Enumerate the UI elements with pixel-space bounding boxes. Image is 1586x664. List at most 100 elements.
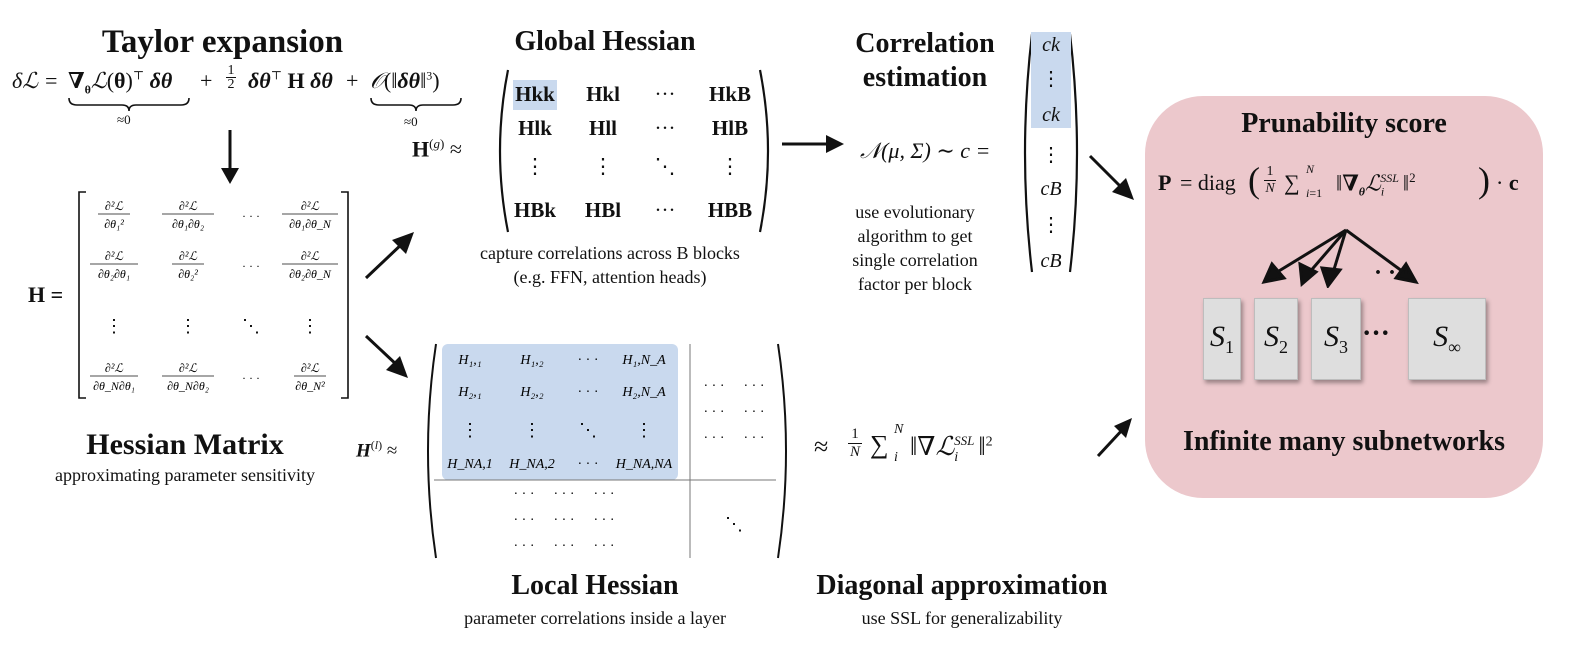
- svg-text:⋮: ⋮: [635, 420, 653, 440]
- svg-text:∂θ₂²: ∂θ₂²: [178, 267, 198, 281]
- prunability-panel: [1145, 96, 1543, 498]
- svg-text:· · ·: · · ·: [704, 431, 725, 446]
- svg-text:· · ·: · · ·: [578, 353, 599, 368]
- svg-text:· · ·: · · ·: [744, 431, 765, 446]
- svg-text:· · ·: · · ·: [242, 209, 260, 223]
- global-hessian-cell: HkB: [708, 82, 752, 106]
- svg-text:⋮: ⋮: [105, 316, 123, 336]
- arrow-right-icon: [782, 135, 844, 153]
- vector-entry: ⋮: [1041, 68, 1061, 90]
- vector-entry: ck: [1042, 34, 1060, 56]
- svg-text:· · ·: · · ·: [554, 487, 575, 502]
- subnetwork-box: S∞: [1408, 298, 1486, 380]
- correlation-desc-4: factor per block: [858, 274, 972, 294]
- svg-text:∂²ℒ: ∂²ℒ: [179, 361, 198, 375]
- svg-text:· · ·: · · ·: [578, 457, 599, 472]
- global-hessian-cell: Hll: [588, 116, 617, 140]
- svg-text:· · ·: · · ·: [514, 539, 535, 554]
- svg-text:H₂,N_A: H₂,N_A: [621, 385, 666, 400]
- global-hessian-cell: ⋮: [592, 154, 614, 178]
- global-hessian-cell: ···: [654, 82, 676, 106]
- svg-text:H₁,₂: H₁,₂: [519, 353, 543, 368]
- svg-text:H₂,₁: H₂,₁: [457, 385, 481, 400]
- svg-text:· · ·: · · ·: [242, 371, 260, 385]
- svg-text:· · ·: · · ·: [554, 539, 575, 554]
- svg-text:· · ·: · · ·: [704, 379, 725, 394]
- local-hessian-title: Local Hessian: [511, 570, 679, 601]
- svg-text:∂θ₁²: ∂θ₁²: [104, 217, 124, 231]
- global-hessian-cell: ⋱: [654, 154, 676, 178]
- global-hessian-cell: ⋮: [524, 154, 546, 178]
- global-hessian-cell: ⋮: [719, 154, 741, 178]
- svg-text:· · ·: · · ·: [514, 487, 535, 502]
- correlation-desc-1: use evolutionary: [855, 202, 975, 222]
- svg-text:∂²ℒ: ∂²ℒ: [301, 361, 320, 375]
- svg-text:∂θ_N∂θ₂: ∂θ_N∂θ₂: [167, 379, 209, 393]
- down-arrow-icon: [221, 130, 239, 184]
- global-hessian-cell: Hlk: [518, 116, 552, 140]
- svg-text:⋮: ⋮: [461, 420, 479, 440]
- svg-text:∂²ℒ: ∂²ℒ: [179, 249, 198, 263]
- hessian-matrix-title: Hessian Matrix: [86, 428, 284, 461]
- svg-text:∂θ₁∂θ₂: ∂θ₁∂θ₂: [172, 217, 204, 231]
- svg-text:· · ·: · · ·: [704, 405, 725, 420]
- global-hessian-cell: HlB: [711, 116, 749, 140]
- diagonal-subtitle: use SSL for generalizability: [861, 608, 1063, 628]
- svg-text:⋱: ⋱: [579, 420, 597, 440]
- correlation-title-1: Correlation: [855, 28, 995, 59]
- correlation-title-2: estimation: [862, 62, 988, 93]
- svg-text:· · ·: · · ·: [744, 379, 765, 394]
- correlation-vector-brackets: [1023, 33, 1079, 273]
- local-hessian-lhs: H(l) ≈: [356, 438, 398, 462]
- svg-text:H_NA,NA: H_NA,NA: [615, 457, 673, 472]
- taylor-title: Taylor expansion: [101, 24, 344, 60]
- svg-text:· · ·: · · ·: [594, 513, 615, 528]
- svg-text:∂²ℒ: ∂²ℒ: [301, 199, 320, 213]
- svg-text:∂θ₂∂θ₁: ∂θ₂∂θ₁: [98, 267, 130, 281]
- subnetwork-box: S3: [1311, 298, 1361, 380]
- global-hessian-cell: Hkk: [515, 82, 555, 106]
- svg-text:∂²ℒ: ∂²ℒ: [179, 199, 198, 213]
- global-hessian-lhs: H(g) ≈: [412, 136, 462, 162]
- svg-text:· · ·: · · ·: [1374, 260, 1410, 286]
- vector-entry: cB: [1040, 178, 1062, 200]
- svg-text:∂θ_N∂θ₁: ∂θ_N∂θ₁: [93, 379, 135, 393]
- svg-text:⋮: ⋮: [523, 420, 541, 440]
- arrow-down-right-icon: [1088, 154, 1134, 200]
- hessian-matrix: ∂²ℒ ∂θ₁² ∂²ℒ ∂θ₁∂θ₂ · · · ∂²ℒ ∂θ₁∂θ_N ∂²ℒ ∂θ…: [78, 191, 349, 399]
- diagonal-title: Diagonal approximation: [816, 570, 1108, 601]
- vector-entry: ⋮: [1041, 214, 1061, 236]
- svg-text:⋮: ⋮: [179, 316, 197, 336]
- svg-text:H₂,₂: H₂,₂: [519, 385, 543, 400]
- prunability-footer: Infinite many subnetworks: [1182, 426, 1506, 457]
- svg-text:· · ·: · · ·: [744, 405, 765, 420]
- subnetwork-box: S1: [1203, 298, 1241, 380]
- global-hessian-brackets: [498, 69, 770, 233]
- correlation-desc-3: single correlation: [852, 250, 978, 270]
- hessian-lhs: H =: [28, 282, 64, 307]
- prunability-title: Prunability score: [1241, 108, 1447, 139]
- underbrace-1: [68, 97, 190, 112]
- correlation-equation: 𝒩(μ, Σ) ∼ c =: [860, 138, 991, 163]
- svg-text:∂θ_N²: ∂θ_N²: [295, 379, 325, 393]
- svg-text:H₁,₁: H₁,₁: [457, 353, 481, 368]
- svg-text:· · ·: · · ·: [594, 487, 615, 502]
- global-hessian-title: Global Hessian: [514, 26, 696, 57]
- global-hessian-cell: HBl: [584, 198, 622, 222]
- vector-entry: ⋮: [1041, 144, 1061, 166]
- svg-text:H_NA,2: H_NA,2: [508, 457, 555, 472]
- svg-text:· · ·: · · ·: [594, 539, 615, 554]
- global-hessian-cell: Hkl: [586, 82, 620, 106]
- svg-text:⋮: ⋮: [301, 316, 319, 336]
- subnetwork-box: S2: [1254, 298, 1298, 380]
- global-hessian-highlight: [513, 80, 557, 110]
- vector-entry: cB: [1040, 250, 1062, 272]
- arrow-up-right-icon: [364, 232, 414, 280]
- svg-text:∂θ₁∂θ_N: ∂θ₁∂θ_N: [289, 217, 332, 231]
- svg-text:⋱: ⋱: [725, 514, 743, 534]
- svg-text:∂²ℒ: ∂²ℒ: [105, 249, 124, 263]
